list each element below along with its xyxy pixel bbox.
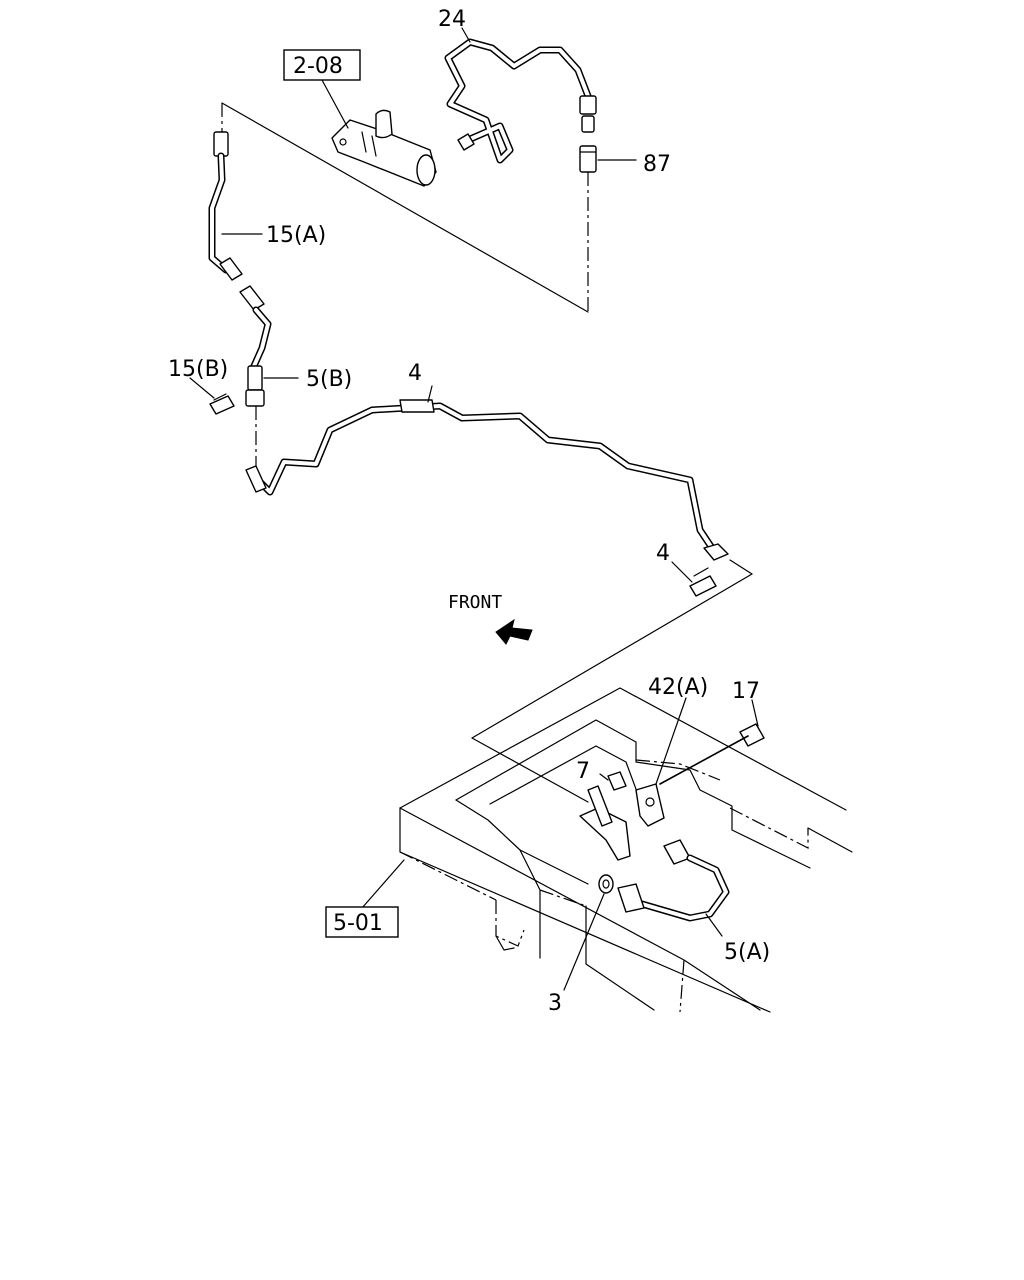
lower-guide-plane — [471, 559, 753, 803]
pipe-24 — [444, 38, 597, 164]
leader-5-01 — [361, 859, 405, 909]
leader-7 — [599, 773, 609, 781]
leader-42a — [655, 697, 687, 785]
ref-5-01-text: 5-01 — [333, 911, 383, 936]
clip-4-lower — [689, 567, 717, 597]
upper-guide-plane — [221, 102, 589, 313]
ref-2-08-text: 2-08 — [293, 54, 343, 79]
nut-7 — [607, 771, 627, 791]
leader-5a — [705, 913, 723, 937]
leader-4-upper — [189, 377, 215, 399]
label-7: 7 — [576, 759, 590, 784]
clip-4-upper — [209, 393, 235, 415]
label-15b: 4 — [408, 361, 422, 386]
bracket-42a — [579, 783, 665, 861]
ref-box-5-01: 5-01 — [325, 906, 399, 938]
hose-5b — [245, 365, 265, 468]
front-arrow-icon — [495, 618, 533, 645]
sleeve-87 — [579, 145, 597, 173]
leader-15b — [427, 385, 433, 403]
bolt-17 — [659, 723, 765, 785]
hose-5a — [617, 839, 730, 922]
leader-24 — [461, 27, 471, 43]
front-label: FRONT — [448, 592, 502, 613]
label-87: 87 — [643, 152, 671, 177]
label-5a: 5(A) — [724, 940, 770, 965]
hose-15a — [208, 131, 272, 370]
label-42a: 42(A) — [648, 675, 708, 700]
leader-3 — [563, 893, 605, 991]
leader-2-08 — [321, 79, 349, 129]
label-4-upper: 15(B) — [168, 357, 228, 382]
label-24: 24 — [438, 7, 466, 32]
leader-17 — [751, 699, 759, 727]
label-15a: 15(A) — [266, 223, 326, 248]
leader-4-lower — [671, 561, 693, 583]
vehicle-frame — [399, 687, 853, 1013]
label-3: 3 — [548, 991, 562, 1016]
label-4-lower: 4 — [656, 541, 670, 566]
label-17: 17 — [732, 679, 760, 704]
washer-3 — [598, 874, 614, 894]
label-5b: 5(B) — [306, 367, 352, 392]
pipe-15b — [245, 399, 729, 561]
ref-box-2-08: 2-08 — [283, 49, 361, 81]
master-cylinder — [331, 109, 437, 187]
